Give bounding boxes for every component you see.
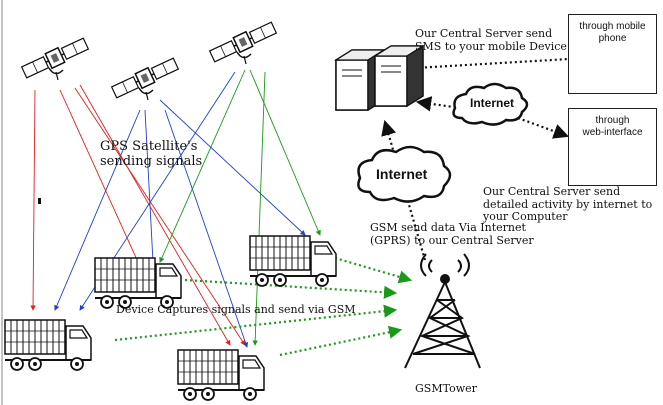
satellite-icon	[20, 35, 90, 81]
server-icon	[374, 45, 424, 107]
cloud-icon	[452, 82, 529, 126]
sms-note-line: Our Central Server send	[415, 27, 553, 40]
internet-cloud-label: Internet	[376, 166, 428, 182]
tower-label: GSMTower	[415, 382, 477, 395]
sms-note: Our Central Server send SMS to your mobi…	[415, 27, 567, 53]
capture-note: Device Captures signals and send via GSM	[116, 303, 356, 316]
email-note-line: your Computer	[483, 210, 568, 224]
email-note: Our Central Server send detailed activit…	[483, 185, 653, 224]
gsm-uplinks	[114, 256, 413, 357]
mobile-box-title-line: through mobile	[579, 21, 646, 32]
email-note-line: Our Central Server send	[483, 185, 621, 198]
truck-icon	[94, 257, 182, 309]
gps-signals-label: GPS Satellite's sending signals	[100, 139, 203, 170]
satellite-icon	[110, 55, 180, 101]
gps-signals-line: GPS Satellite's	[100, 139, 198, 154]
satellite-icon	[208, 19, 278, 65]
web-box-title-line: web-interface	[582, 126, 643, 138]
gsm-note-line: GSM send data Via Internet	[370, 221, 526, 234]
web-interface-box: through web-interface	[568, 108, 657, 186]
mobile-box-title-line: phone	[598, 32, 627, 44]
sms-note-line: SMS to your mobile Device	[415, 39, 567, 53]
mobile-box-title: through mobile phone	[569, 21, 656, 44]
truck-icon	[177, 349, 265, 401]
email-note-line: detailed activity by internet to	[483, 197, 653, 211]
mobile-delivery-box: through mobile phone	[568, 14, 657, 94]
cloud-icon	[357, 145, 452, 203]
truck-icon	[249, 235, 337, 287]
satellite-signal-lines	[30, 69, 321, 348]
web-box-title-line: through	[595, 115, 630, 126]
gps-signals-line: sending signals	[100, 153, 203, 169]
internet-cloud-label: Internet	[470, 96, 515, 110]
web-box-title: through web-interface	[569, 115, 656, 138]
truck-icon	[4, 319, 92, 371]
gsm-note: GSM send data Via Internet (GPRS) to our…	[370, 221, 534, 247]
gsm-tower-icon	[404, 253, 481, 369]
gsm-note-line: (GPRS) to our Central Server	[370, 233, 534, 247]
